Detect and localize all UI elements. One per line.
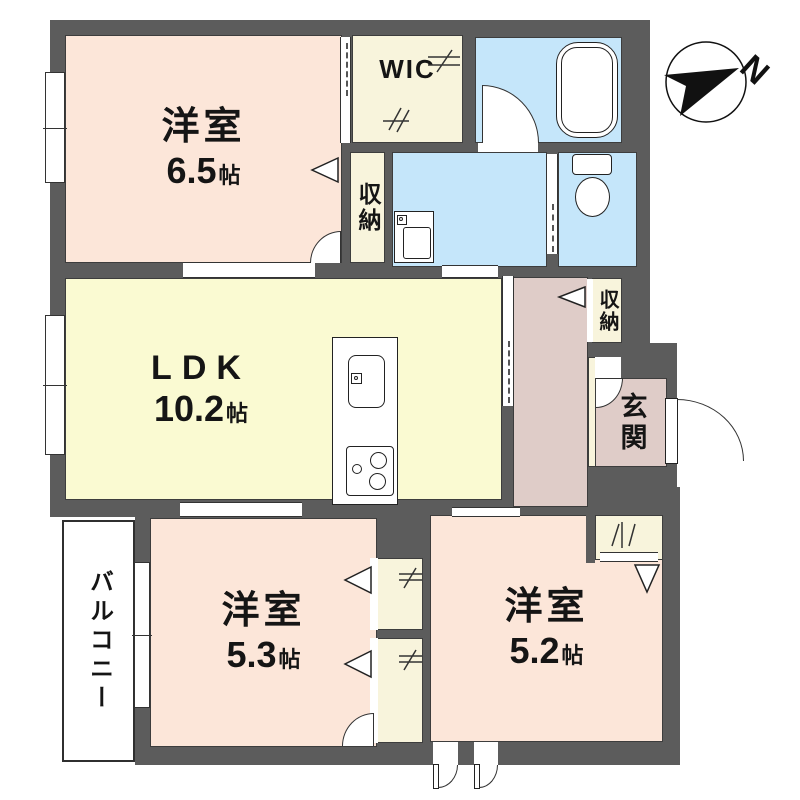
- wic-label: WIC: [379, 54, 436, 84]
- arrow-closet-5-2: [633, 564, 661, 594]
- door-bedroom-5-2-entry: [452, 507, 520, 517]
- room-bedroom-5-2: 洋室 5.2 帖: [430, 515, 663, 742]
- bedroom-6-5-label: 洋室 6.5 帖: [161, 106, 246, 192]
- hanger-marks-closet-5-2: [611, 522, 636, 548]
- bathtub: [556, 42, 618, 138]
- kitchen-stove: [346, 446, 394, 496]
- room-bedroom-6-5: 洋室 6.5 帖: [65, 35, 342, 263]
- room-bedroom-5-3: 洋室 5.3 帖: [150, 518, 377, 747]
- door-washroom: [442, 265, 498, 278]
- genkan-label: 玄関: [616, 391, 647, 454]
- balcony-label: バルコニー: [85, 568, 113, 714]
- room-ldk: LDK 10.2 帖: [65, 278, 502, 500]
- arrow-closet-5-3-lower: [343, 649, 372, 679]
- kitchen-faucet: [351, 373, 362, 384]
- door-closet-5-3-lower-gap: [370, 638, 378, 743]
- closet-hall-label: 収納: [596, 288, 618, 333]
- bedroom-5-2-label: 洋室 5.2 帖: [504, 585, 589, 671]
- closet-top-label: 収納: [355, 181, 381, 234]
- balcony: バルコニー: [62, 520, 135, 762]
- room-wic: WIC: [352, 35, 463, 143]
- bedroom-5-3-label: 洋室 5.3 帖: [221, 589, 306, 675]
- washbasin: [394, 211, 434, 263]
- toilet-tank: [572, 154, 612, 175]
- arrow-closet-top: [310, 156, 339, 184]
- door-direction-arrows: [310, 156, 661, 679]
- door-toilet: [546, 154, 558, 254]
- room-closet-hall: 収納: [592, 278, 622, 343]
- window-5-2-gap-right: [474, 742, 498, 766]
- door-bedroom-6-5-ldk: [183, 262, 315, 278]
- door-closet-5-2: [600, 552, 658, 562]
- wall-stub-closet-5-2: [586, 515, 595, 563]
- compass: N: [664, 41, 776, 123]
- window-balcony: [132, 562, 152, 708]
- window-5-2-gap-left: [433, 742, 458, 766]
- door-closet-5-3-upper-gap: [370, 558, 378, 630]
- window-bedroom-6-5-left: [43, 72, 67, 183]
- toilet-bowl: [575, 177, 610, 217]
- genkan-top-opening: [595, 357, 621, 379]
- ldk-label: LDK 10.2 帖: [151, 348, 251, 429]
- door-bathroom-gap: [478, 143, 538, 152]
- window-ldk-left: [43, 315, 67, 455]
- room-closet-top: 収納: [350, 152, 385, 263]
- room-hallway: [513, 277, 588, 507]
- door-wic: [340, 37, 351, 143]
- hanger-marks-closet-5-3: [399, 567, 422, 671]
- door-ldk-bedroom-5-3: [180, 502, 302, 517]
- door-ldk-hallway: [502, 276, 514, 406]
- hanger-marks-wic: [383, 49, 460, 133]
- door-closet-hall-gap: [587, 279, 593, 342]
- arrow-closet-5-3-upper: [343, 565, 372, 595]
- compass-needle: [664, 68, 739, 116]
- arrow-closet-hall: [556, 285, 586, 309]
